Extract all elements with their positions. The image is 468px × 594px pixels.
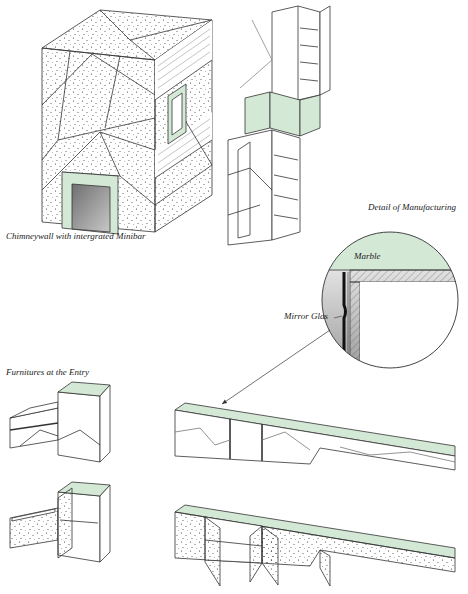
- section-heading: Furnitures at the Entry: [6, 368, 89, 378]
- material-label: Marble: [354, 252, 381, 262]
- section-heading: Chimneywall with intergrated Minibar: [6, 232, 145, 242]
- material-label: Mirror Glas: [284, 312, 328, 322]
- section-heading: Detail of Manufacturing: [368, 203, 456, 213]
